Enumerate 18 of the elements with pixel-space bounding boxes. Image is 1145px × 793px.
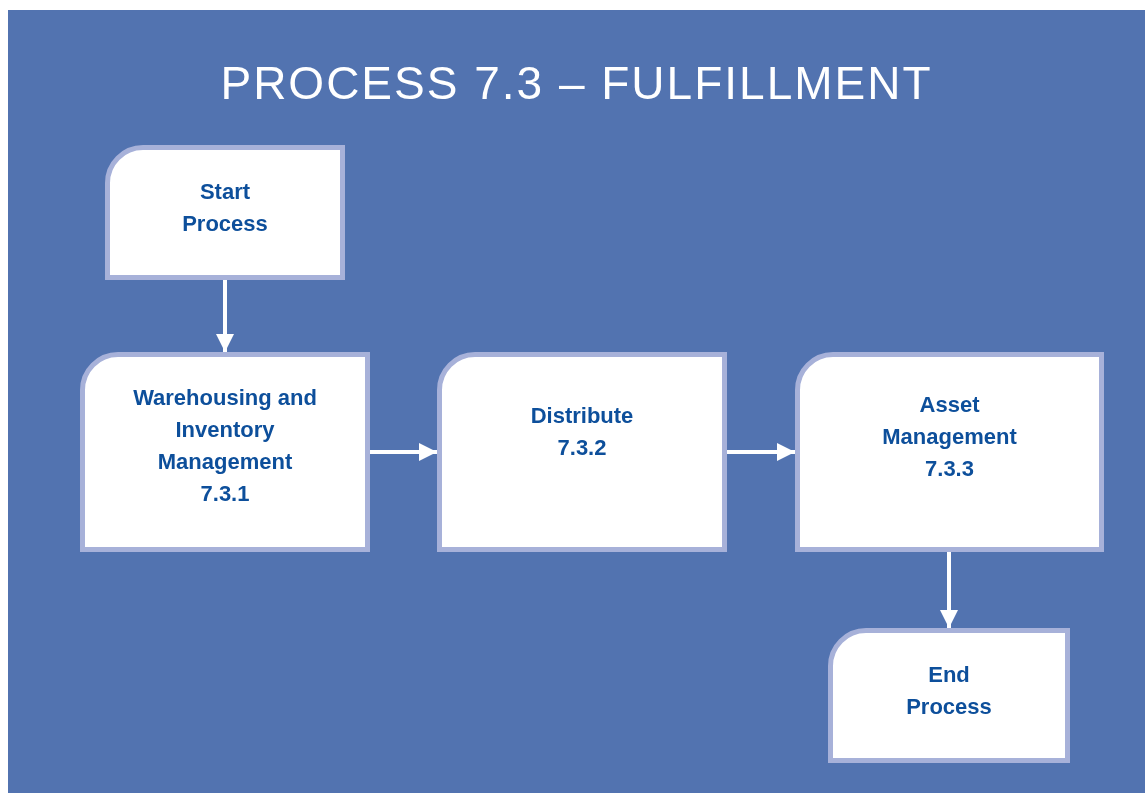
box-label: Asset Management [881, 391, 1018, 451]
box-label: Distribute [530, 402, 634, 430]
arrow [727, 443, 795, 461]
arrow [216, 280, 234, 352]
title: PROCESS 7.3 – FULFILLMENT [219, 56, 934, 110]
box-label: End Process [905, 660, 993, 721]
process-box [105, 145, 345, 280]
box-label: Start Process [181, 177, 269, 238]
arrow [370, 443, 437, 461]
process-box [795, 352, 1104, 552]
process-box [828, 628, 1070, 763]
arrow [940, 552, 958, 628]
box-label: 7.3.2 [557, 434, 607, 462]
box-label: 7.3.3 [925, 455, 974, 483]
box-label: 7.3.1 [200, 480, 250, 508]
box-label: Warehousing and Inventory Management [132, 384, 318, 476]
process-box [80, 352, 370, 552]
process-box [437, 352, 727, 552]
